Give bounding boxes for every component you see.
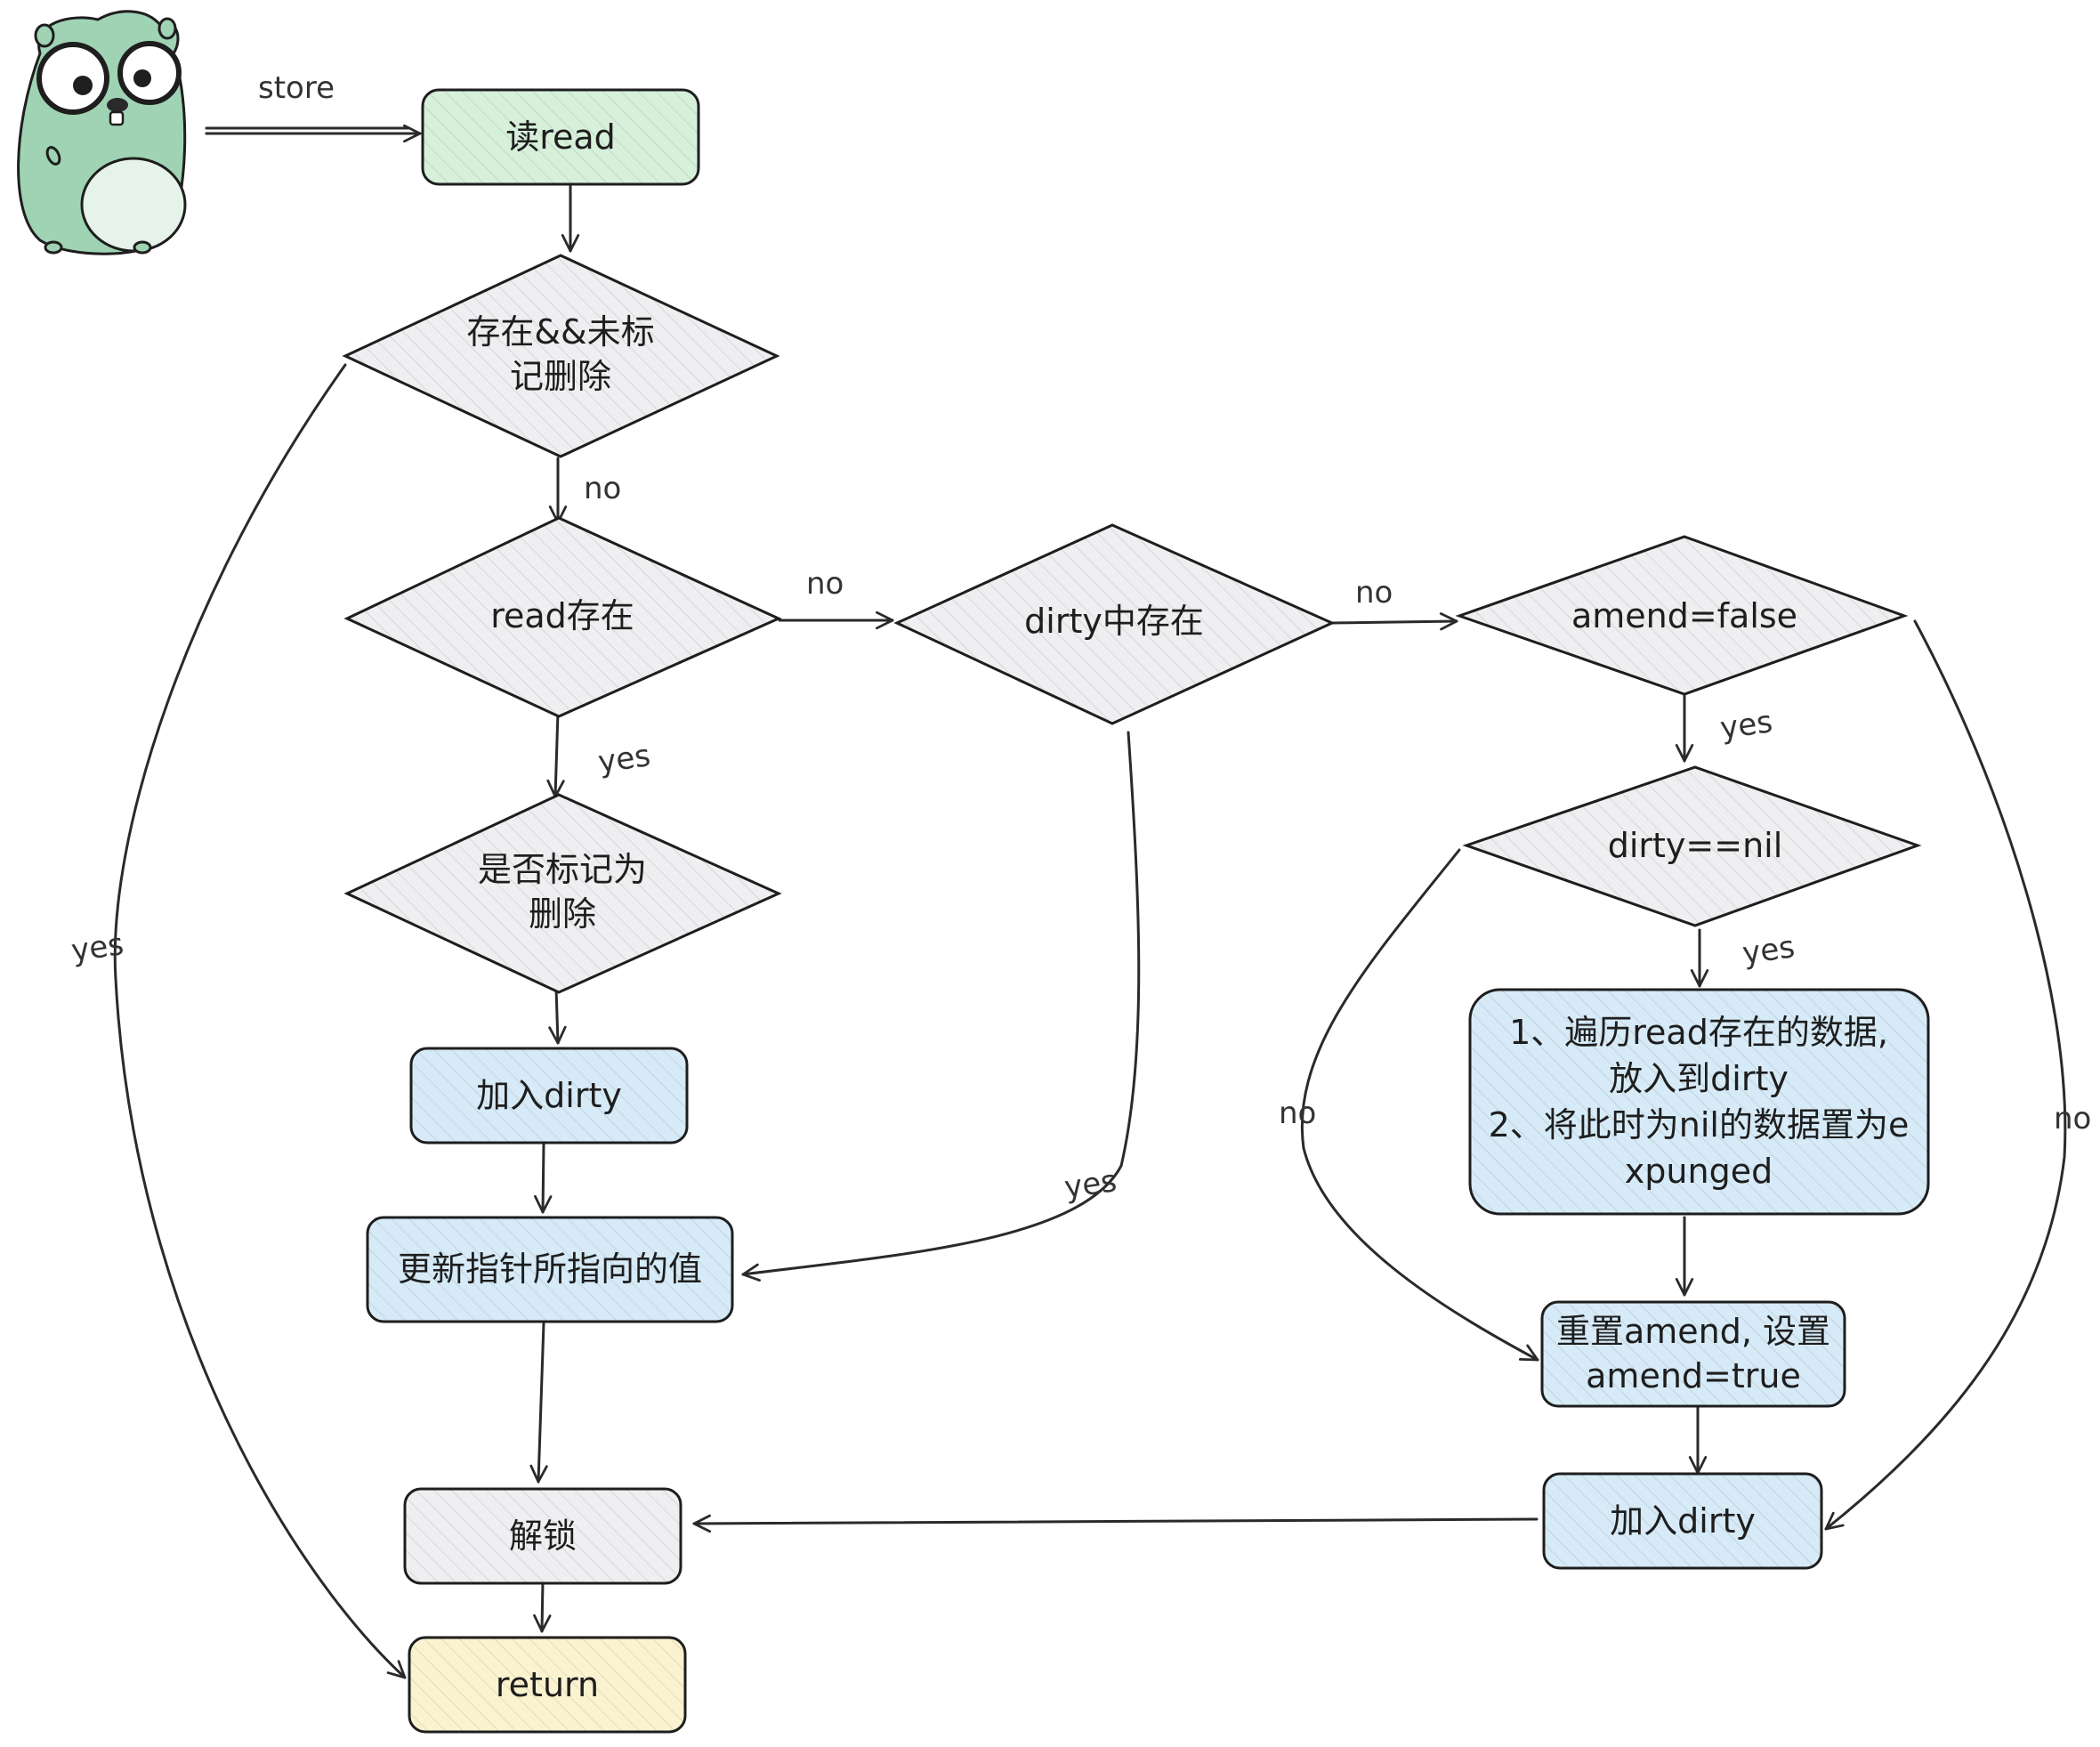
edge-amend-to-add-dirty — [1824, 619, 2067, 1531]
add-dirty-left-node[interactable]: 加入dirty — [409, 1047, 689, 1144]
node-text-line: 更新指针所指向的值 — [398, 1250, 702, 1289]
read-node-text: 读read — [505, 117, 616, 157]
node-text-line: 重置amend, 设置 — [1556, 1312, 1830, 1351]
traverse-read-node[interactable]: 1、遍历read存在的数据, 放入到dirty 2、将此时为nil的数据置为e xpu… — [1468, 988, 1930, 1216]
edge-readexists-to-marked — [546, 710, 565, 798]
read-exists-decision[interactable]: read存在 — [343, 516, 782, 718]
nodes: 读read 存在&&未标记删除 read存在 dirty中存在 amend=fa… — [342, 88, 1930, 1734]
amend-false-decision[interactable]: amend=false — [1455, 535, 1909, 696]
node-text-line: amend=true — [1586, 1356, 1801, 1395]
read-exists-text: read存在 — [490, 596, 634, 635]
edge-exists-to-return — [113, 363, 407, 1679]
node-text-line: 放入到dirty — [1609, 1059, 1789, 1098]
exists-unmarked-decision[interactable]: 存在&&未标记删除 — [342, 254, 780, 458]
label-yes-dirty-exists: yes — [1062, 1163, 1119, 1206]
node-text-line: 解锁 — [509, 1516, 577, 1556]
node-text-line: dirty中存在 — [1024, 602, 1204, 641]
dirty-nil-text: dirty==nil — [1608, 826, 1783, 865]
label-yes-left: yes — [69, 926, 126, 969]
node-text-line: amend=false — [1571, 596, 1797, 635]
dirty-exists-text: dirty中存在 — [1024, 602, 1204, 641]
node-text-line: 是否标记为 — [478, 850, 647, 889]
reset-amend-text: 重置amend, 设置 amend=true — [1556, 1312, 1830, 1395]
node-text-line: xpunged — [1625, 1152, 1773, 1191]
marked-deleted-text: 是否标记为删除 — [478, 850, 647, 934]
update-pointer-text: 更新指针所指向的值 — [398, 1250, 702, 1289]
add-dirty-right-node[interactable]: 加入dirty — [1542, 1472, 1823, 1570]
node-text-line: 删除 — [529, 894, 596, 934]
node-text-line: read存在 — [490, 596, 634, 635]
edge-nil-to-reset — [1300, 848, 1539, 1362]
return-node[interactable]: return — [408, 1636, 687, 1734]
label-yes-nil: yes — [1741, 929, 1797, 972]
label-store: store — [258, 70, 335, 106]
edge-unlock-to-return — [533, 1580, 552, 1633]
node-text-line: return — [496, 1665, 599, 1704]
traverse-read-text: 1、遍历read存在的数据, 放入到dirty 2、将此时为nil的数据置为e xpu… — [1489, 1013, 1910, 1191]
edge-add-dirty-to-update — [534, 1143, 553, 1214]
read-node[interactable]: 读read — [421, 88, 700, 186]
unlock-text: 解锁 — [509, 1516, 577, 1556]
reset-amend-node[interactable]: 重置amend, 设置 amend=true — [1540, 1300, 1846, 1408]
node-text-line: 记删除 — [510, 357, 611, 396]
label-no-read-exists: no — [584, 471, 621, 506]
add-dirty-left-text: 加入dirty — [476, 1076, 622, 1115]
add-dirty-right-text: 加入dirty — [1610, 1501, 1756, 1541]
update-pointer-node[interactable]: 更新指针所指向的值 — [366, 1216, 734, 1323]
label-yes-amend: yes — [1718, 704, 1775, 747]
label-no-dirty: no — [806, 566, 844, 602]
node-text-line: 读read — [505, 117, 616, 157]
edge-dirtyexists-to-update — [741, 731, 1141, 1282]
node-text-line: 加入dirty — [476, 1076, 622, 1115]
amend-false-text: amend=false — [1571, 596, 1797, 635]
dirty-nil-decision[interactable]: dirty==nil — [1462, 765, 1922, 927]
edge-marked-to-add-dirty — [548, 986, 567, 1045]
return-text: return — [496, 1665, 599, 1704]
dirty-exists-decision[interactable]: dirty中存在 — [893, 523, 1336, 725]
edge-update-to-unlock — [529, 1322, 548, 1484]
marked-deleted-decision[interactable]: 是否标记为删除 — [343, 793, 782, 994]
node-text-line: 1、遍历read存在的数据, — [1509, 1013, 1888, 1052]
node-text-line: 存在&&未标 — [466, 312, 654, 352]
node-text-line: 2、将此时为nil的数据置为e — [1489, 1105, 1910, 1144]
node-text-line: 加入dirty — [1610, 1501, 1756, 1541]
label-no-amend: no — [1355, 575, 1393, 611]
label-no-right: no — [2054, 1101, 2091, 1136]
unlock-node[interactable]: 解锁 — [403, 1487, 682, 1585]
edge-dirtyexists-to-amend — [1330, 612, 1458, 631]
node-text-line: dirty==nil — [1608, 826, 1783, 865]
label-no-nil: no — [1279, 1096, 1316, 1131]
label-yes-read: yes — [596, 738, 653, 780]
edges — [113, 124, 2067, 1679]
exists-unmarked-text: 存在&&未标记删除 — [466, 312, 654, 396]
go-gopher-icon — [17, 10, 187, 255]
edge-add-dirty-to-unlock — [692, 1514, 1539, 1533]
edge-labels: store no no no yes yes yes yes yes no no — [69, 70, 2092, 1206]
